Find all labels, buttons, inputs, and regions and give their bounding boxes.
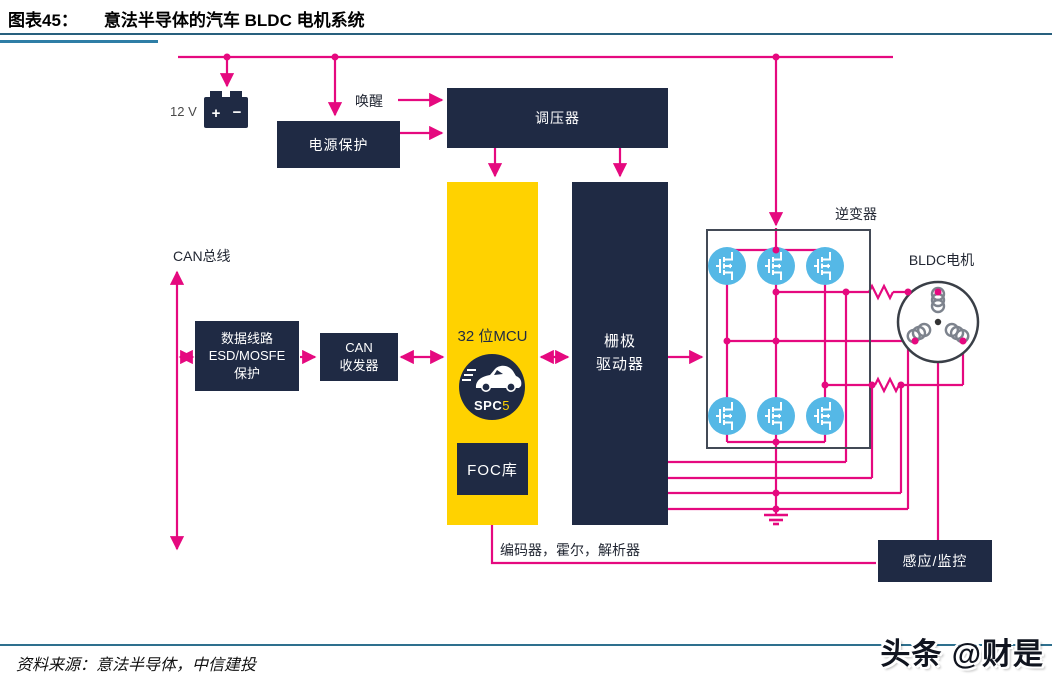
mosfet-icon [707,246,747,286]
encoder-hall-resolver-label: 编码器，霍尔，解析器 [500,542,640,558]
esd-line1: 数据线路 [220,330,273,346]
battery-voltage-label: 12 V [170,104,197,119]
power-protection-box: 电源保护 [277,121,400,168]
mosfet-icon [707,396,747,436]
mosfet-icon [805,246,845,286]
car-icon [462,365,522,392]
gate-driver-line1: 栅极 [603,333,636,350]
figure-number: 图表45： [8,11,78,30]
gate-driver-box: 栅极 驱动器 [572,182,668,525]
esd-line2: ESD/MOSFE [208,348,286,364]
esd-protection-box: 数据线路 ESD/MOSFE 保护 [195,321,299,391]
footer-rule [0,644,1052,646]
mosfet-icon [756,396,796,436]
watermark: 头条 @财是 [880,638,1044,671]
wake-label: 唤醒 [355,93,383,109]
can-bus-label: CAN总线 [173,248,231,264]
battery-plus-symbol: + [212,105,221,122]
spc5-chip-badge: SPC5 [459,354,525,420]
can-transceiver-line1: CAN [345,340,373,356]
esd-line3: 保护 [233,365,260,381]
chip-name: SPC5 [474,398,510,413]
battery-icon: + − [204,91,248,128]
regulator-box: 调压器 [447,88,668,148]
can-transceiver-line2: 收发器 [339,358,379,373]
inverter-label: 逆变器 [835,206,877,222]
mcu-block: 32 位MCU SPC5 FOC库 [447,182,538,525]
title-rule-accent [0,40,158,43]
sensing-monitoring-box: 感应/监控 [878,540,992,582]
can-transceiver-box: CAN 收发器 [320,333,398,381]
foc-library-box: FOC库 [457,443,528,495]
inverter-box [706,229,871,449]
mosfet-icon [805,396,845,436]
gate-driver-line2: 驱动器 [595,355,644,373]
motor-label: BLDC电机 [908,252,975,268]
title-rule [0,33,1052,35]
source-note: 资料来源：意法半导体，中信建投 [16,657,257,674]
battery-minus-symbol: − [233,104,242,121]
figure-title-row: 图表45： 意法半导体的汽车 BLDC 电机系统 [8,6,365,31]
mcu-title: 32 位MCU [457,328,528,345]
junction-dots [223,53,967,513]
figure-title: 意法半导体的汽车 BLDC 电机系统 [103,11,365,30]
